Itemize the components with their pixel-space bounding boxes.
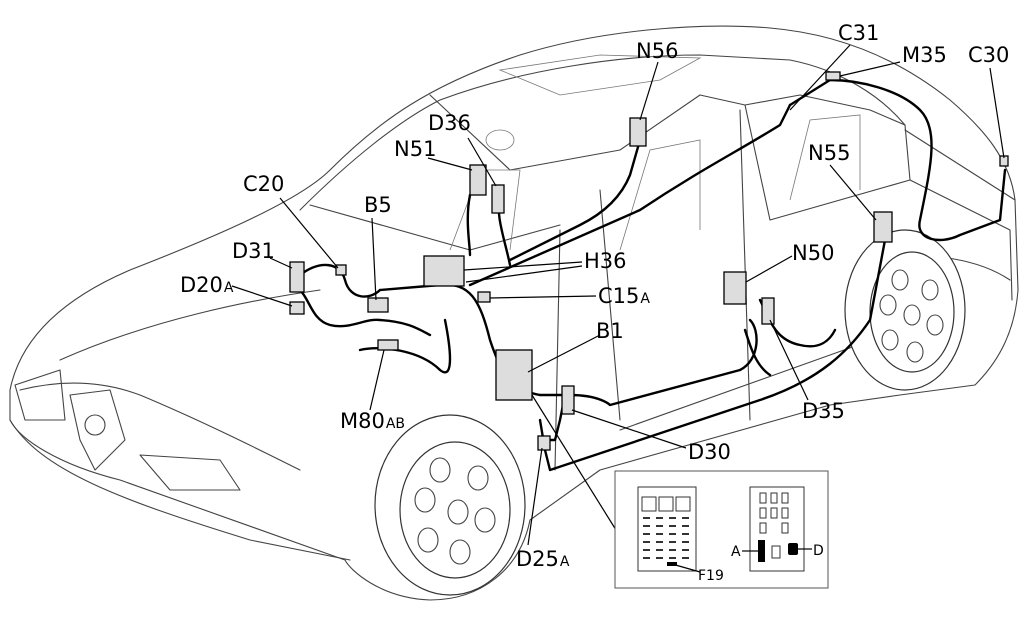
- wiring-harness: [298, 78, 1007, 472]
- relay-a: [758, 540, 765, 562]
- component-n51: [469, 164, 487, 196]
- label-m35: M35: [902, 43, 947, 67]
- label-c15: C15A: [598, 284, 650, 308]
- label-c30: C30: [968, 43, 1009, 67]
- label-h36: H36: [584, 249, 627, 273]
- label-n55: N55: [808, 141, 850, 165]
- rear-wheel: [844, 229, 966, 391]
- component-c15: [477, 291, 491, 303]
- component-d31: [289, 261, 305, 293]
- component-d25: [537, 435, 551, 451]
- component-c20: [335, 264, 347, 276]
- label-a: A: [731, 544, 741, 560]
- label-f19: F19: [698, 568, 724, 584]
- component-n50: [723, 271, 747, 305]
- label-d31: D31: [232, 239, 275, 263]
- label-d25: D25A: [516, 547, 570, 571]
- component-b1: [495, 349, 533, 401]
- component-b5: [367, 297, 389, 313]
- component-d20: [289, 301, 305, 315]
- component-h36: [423, 255, 465, 287]
- front-wheel: [374, 414, 526, 596]
- label-d20: D20A: [180, 273, 234, 297]
- label-c20: C20: [243, 172, 284, 196]
- label-b1: B1: [596, 319, 624, 343]
- label-n50: N50: [792, 241, 834, 265]
- leader-lines: [231, 44, 1005, 546]
- label-m80: M80AB: [340, 409, 405, 433]
- label-d35: D35: [802, 399, 845, 423]
- fuse-box-inset: F19 A D: [614, 470, 829, 589]
- component-d36: [491, 184, 505, 214]
- component-d35: [761, 297, 775, 325]
- components: [289, 71, 1009, 451]
- label-b5: B5: [364, 193, 392, 217]
- label-n51: N51: [394, 137, 436, 161]
- relay-d: [788, 543, 798, 555]
- component-m35: [825, 71, 841, 81]
- labels: N56 C31 M35 C30 D36 N51 N55 C20 B5 D31 D…: [180, 21, 1009, 571]
- component-n55: [873, 211, 893, 243]
- component-d30: [561, 385, 575, 415]
- label-d: D: [813, 543, 824, 559]
- label-n56: N56: [636, 39, 678, 63]
- label-d30: D30: [688, 440, 731, 464]
- component-n56: [629, 117, 647, 147]
- car-body: [9, 25, 1019, 601]
- label-c31: C31: [838, 21, 879, 45]
- component-m80: [377, 339, 399, 351]
- label-d36: D36: [428, 111, 471, 135]
